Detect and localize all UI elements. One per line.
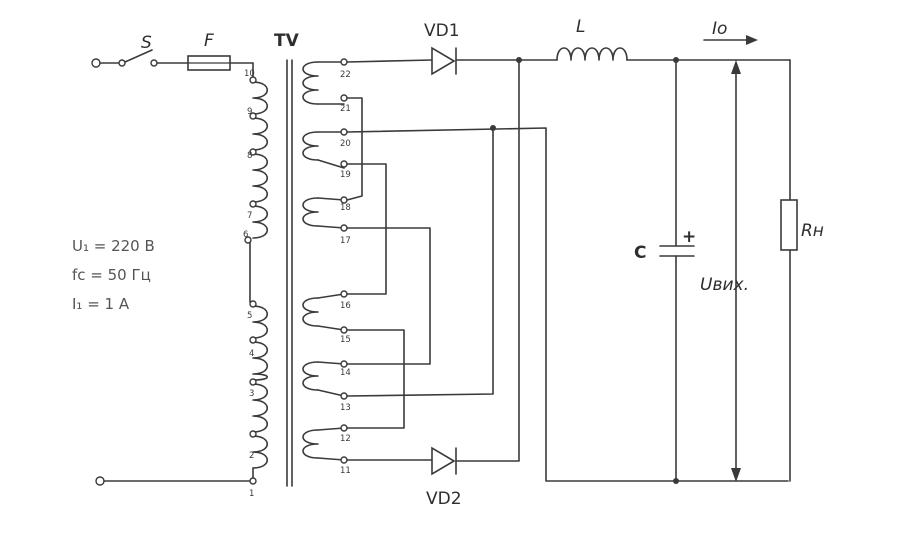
tap-label-2: 2 bbox=[249, 451, 254, 461]
parameters-block: U₁ = 220 В fс = 50 Гц I₁ = 1 А bbox=[72, 237, 155, 313]
tap-label-5: 5 bbox=[247, 311, 252, 321]
input-terminal-top bbox=[91, 58, 101, 68]
tap-label-12: 12 bbox=[340, 434, 351, 444]
tap-label-22: 22 bbox=[340, 70, 351, 80]
inductor-label: L bbox=[576, 17, 585, 37]
tap-label-13: 13 bbox=[340, 403, 351, 413]
switch-contact-right bbox=[150, 59, 158, 67]
capacitor-label: C bbox=[634, 243, 646, 263]
vd2-branch bbox=[346, 59, 520, 476]
tap-label-18: 18 bbox=[340, 203, 351, 213]
resistor-rn-body bbox=[780, 199, 798, 251]
current-label: Iо bbox=[712, 19, 727, 39]
load-resistor bbox=[780, 59, 798, 482]
secondary-windings bbox=[302, 61, 345, 461]
secondary-taps: 22 21 20 19 18 17 16 15 14 13 12 11 bbox=[340, 58, 351, 476]
diode-vd1-label: VD1 bbox=[424, 21, 460, 41]
transformer-core bbox=[286, 59, 293, 487]
parameter-frequency: fс = 50 Гц bbox=[72, 266, 151, 284]
tap-label-15: 15 bbox=[340, 335, 351, 345]
tap-label-4: 4 bbox=[249, 349, 254, 359]
tap-label-11: 11 bbox=[340, 466, 351, 476]
tap-label-7: 7 bbox=[247, 211, 252, 221]
tap-links bbox=[346, 97, 789, 482]
input-line bbox=[91, 49, 254, 486]
capacitor-polarity-label: + bbox=[682, 227, 696, 247]
switch-label: S bbox=[141, 33, 152, 53]
load-label: Rн bbox=[801, 221, 824, 241]
switch-blade bbox=[124, 49, 153, 63]
tap-label-21: 21 bbox=[340, 104, 351, 114]
output-voltage-label: Uвих. bbox=[700, 275, 749, 295]
tap-label-20: 20 bbox=[340, 139, 351, 149]
tap-label-6: 6 bbox=[243, 230, 248, 240]
inductor-l bbox=[556, 47, 791, 63]
parameter-current: I₁ = 1 А bbox=[72, 295, 130, 313]
switch-contact-left bbox=[118, 59, 126, 67]
tap-label-8: 8 bbox=[247, 151, 252, 161]
diode-vd2 bbox=[431, 446, 456, 476]
diode-vd2-label: VD2 bbox=[426, 489, 462, 509]
tap-label-19: 19 bbox=[340, 170, 351, 180]
capacitor-c bbox=[659, 59, 695, 484]
tap-label-1: 1 bbox=[249, 489, 254, 499]
tap-label-17: 17 bbox=[340, 236, 351, 246]
primary-winding bbox=[249, 81, 269, 479]
tap-label-10: 10 bbox=[244, 69, 255, 79]
vd1-branch bbox=[346, 46, 558, 76]
transformer-label: TV bbox=[274, 31, 300, 51]
diode-vd1 bbox=[431, 46, 456, 76]
primary-taps: 10 9 8 7 6 5 4 3 2 1 bbox=[243, 69, 257, 499]
tap-label-16: 16 bbox=[340, 301, 351, 311]
input-terminal-bottom bbox=[95, 476, 105, 486]
tap-label-14: 14 bbox=[340, 368, 351, 378]
tap-label-3: 3 bbox=[249, 389, 254, 399]
parameter-voltage: U₁ = 220 В bbox=[72, 237, 155, 255]
tap-label-9: 9 bbox=[247, 107, 252, 117]
fuse-label: F bbox=[204, 31, 214, 51]
output-voltage-arrow bbox=[731, 60, 741, 482]
current-arrow bbox=[703, 35, 758, 45]
